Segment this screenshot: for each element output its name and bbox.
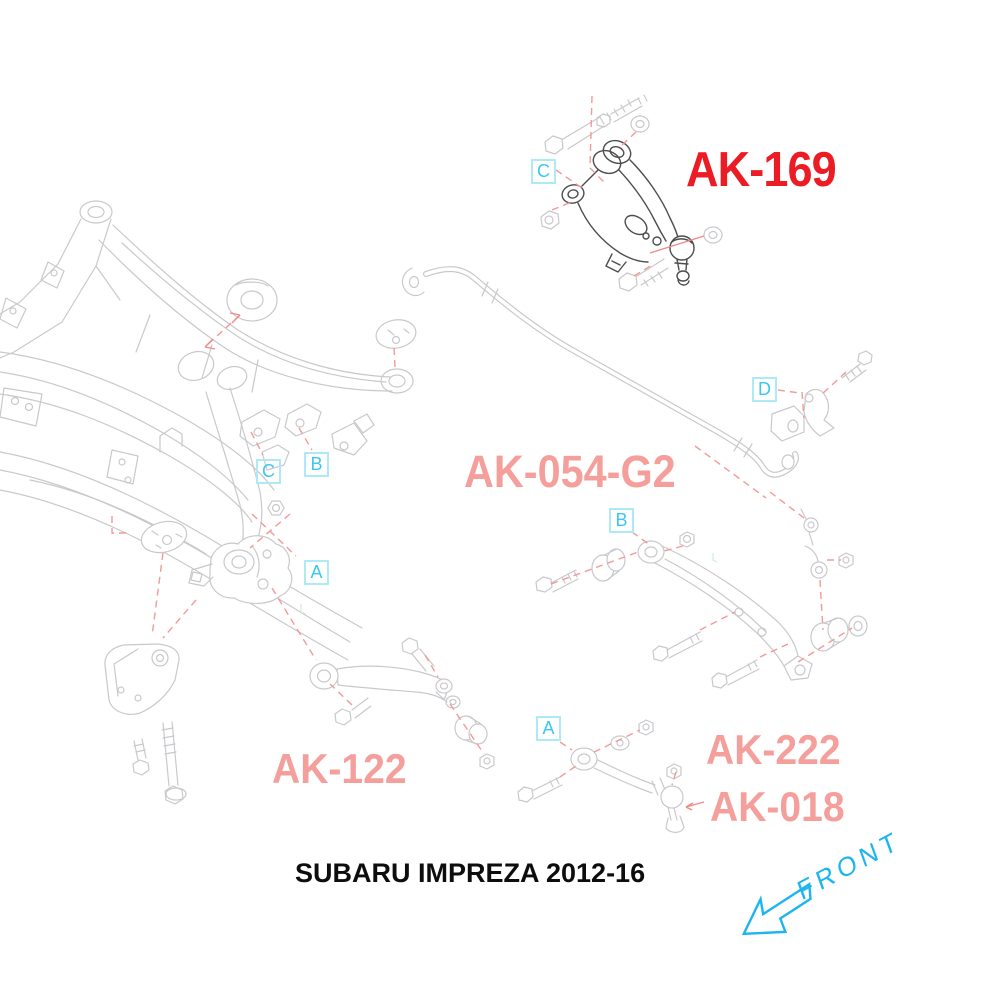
marker-d-bracket: D — [752, 377, 777, 402]
sway-bar-bracket-drawing — [770, 350, 873, 442]
part-label-ak122: AK-122 — [272, 745, 407, 792]
leader-lines — [111, 95, 853, 786]
part-label-ak169: AK-169 — [686, 143, 837, 197]
upper-control-arm-drawing — [561, 139, 695, 286]
green-marks — [300, 553, 718, 615]
camber-plate-drawing — [375, 319, 417, 349]
upper-arm-hardware-drawing — [540, 94, 723, 292]
marker-b-lower-arm: B — [609, 508, 634, 533]
trailing-link-drawing — [104, 637, 495, 805]
tie-rod-drawing — [517, 719, 685, 833]
sway-bar-drawing — [401, 266, 799, 478]
leader-solid — [204, 235, 705, 811]
marker-c-upper-arm: C — [531, 159, 556, 184]
marker-c-subframe: C — [256, 459, 281, 484]
marker-a-subframe: A — [304, 560, 329, 585]
front-arrow — [741, 882, 812, 936]
part-label-ak222: AK-222 — [706, 726, 841, 773]
subframe-drawing — [0, 200, 414, 661]
lower-arm-drawing — [535, 508, 868, 689]
marker-b-subframe: B — [304, 452, 329, 477]
part-label-ak054: AK-054-G2 — [464, 446, 676, 497]
part-label-ak018: AK-018 — [710, 783, 845, 830]
marker-a-tie-rod: A — [536, 716, 561, 741]
diagram-title: SUBARU IMPREZA 2012-16 — [295, 858, 646, 888]
